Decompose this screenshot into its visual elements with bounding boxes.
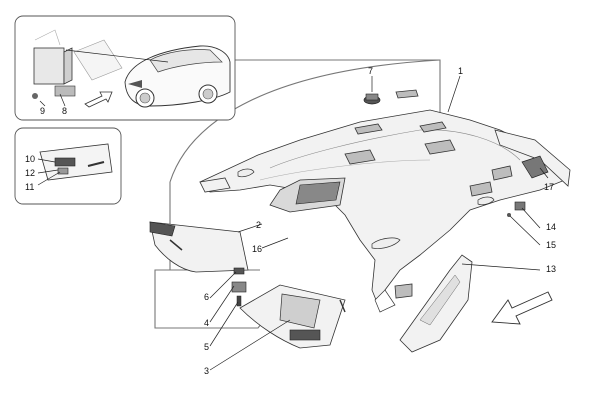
- arrow-up-right-icon: [84, 91, 113, 108]
- part-3-sun-visor-right: [239, 284, 346, 349]
- callout-10: 10: [25, 154, 35, 164]
- callout-16: 16: [252, 244, 262, 254]
- callout-2: 2: [256, 220, 261, 230]
- callout-6: 6: [204, 292, 209, 302]
- callout-12: 12: [25, 168, 35, 178]
- headliner: [199, 109, 571, 313]
- callout-5: 5: [204, 342, 209, 352]
- callout-4: 4: [204, 318, 209, 328]
- inset-car-view: [14, 15, 236, 121]
- callout-9: 9: [40, 106, 45, 116]
- part-4-6-hinge-clip: [231, 267, 247, 307]
- part-2-sun-visor-left: [149, 221, 249, 273]
- callout-15: 15: [546, 240, 556, 250]
- inset-visor-detail: [14, 127, 122, 205]
- callout-3: 3: [204, 366, 209, 376]
- callout-17: 17: [544, 182, 554, 192]
- callout-1: 1: [458, 66, 463, 76]
- sports-car: [124, 45, 231, 108]
- callout-13: 13: [546, 264, 556, 274]
- screw-icon: [32, 93, 38, 99]
- arrow-down-left-icon: [491, 291, 553, 325]
- part-13-pillar-trim: [399, 254, 473, 353]
- pad-piece: [395, 89, 419, 99]
- callout-11: 11: [25, 182, 34, 192]
- module-unit: [33, 29, 123, 97]
- callout-8: 8: [62, 106, 67, 116]
- callout-7: 7: [368, 66, 373, 76]
- part-14-clip: [514, 201, 526, 211]
- callout-labels: 1 2 3 4 5 6 7 8 9 10 11 12 13 14 15 16 1…: [25, 66, 556, 376]
- leader-lines: [209, 75, 549, 371]
- callout-14: 14: [546, 222, 556, 232]
- part-7-grommet: [363, 93, 381, 105]
